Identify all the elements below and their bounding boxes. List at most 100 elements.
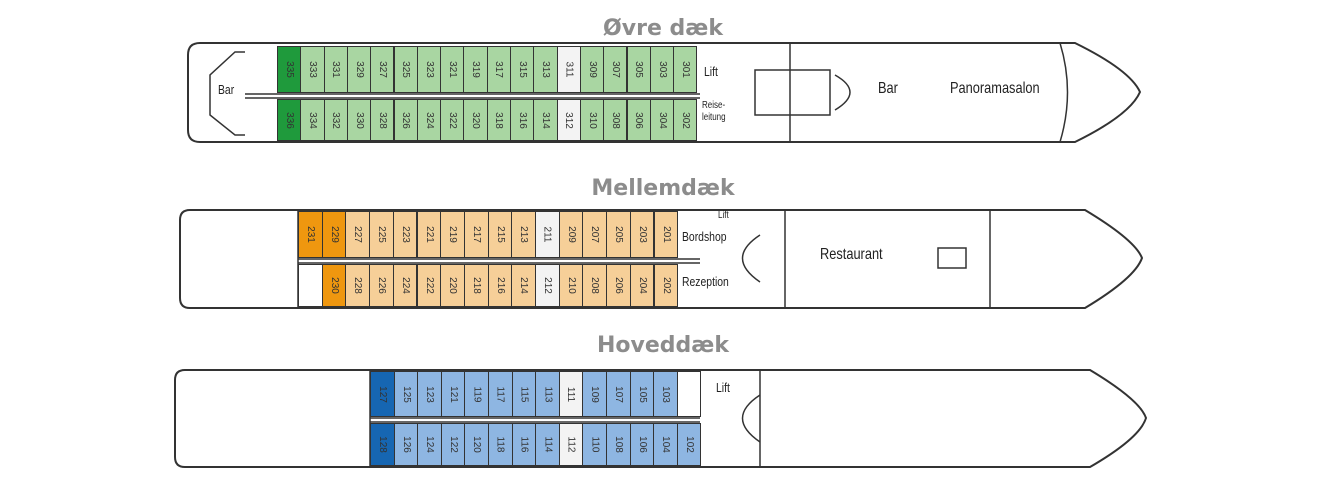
- cabin-333[interactable]: 333: [300, 46, 325, 93]
- cabin-307[interactable]: 307: [603, 46, 628, 93]
- cabin-number: 330: [353, 111, 365, 129]
- cabin-306[interactable]: 306: [626, 99, 651, 141]
- cabin-number: 120: [471, 436, 483, 453]
- cabin-332[interactable]: 332: [323, 99, 348, 141]
- cabin-110[interactable]: 110: [582, 423, 607, 466]
- cabin-305[interactable]: 305: [626, 46, 651, 93]
- cabin-126[interactable]: 126: [393, 423, 419, 466]
- cabin-323[interactable]: 323: [416, 46, 442, 93]
- cabin-230[interactable]: 230: [321, 264, 347, 307]
- cabin-216[interactable]: 216: [487, 264, 513, 307]
- cabin-213[interactable]: 213: [511, 211, 536, 258]
- cabin-317[interactable]: 317: [486, 46, 511, 93]
- cabin-209[interactable]: 209: [558, 211, 584, 258]
- cabin-105[interactable]: 105: [629, 371, 655, 417]
- cabin-220[interactable]: 220: [440, 264, 465, 307]
- cabin-123[interactable]: 123: [417, 371, 442, 417]
- cabin-326[interactable]: 326: [393, 99, 418, 141]
- cabin-310[interactable]: 310: [579, 99, 605, 141]
- cabin-301[interactable]: 301: [673, 46, 698, 93]
- cabin-225[interactable]: 225: [369, 211, 394, 258]
- cabin-107[interactable]: 107: [606, 371, 631, 417]
- cabin-320[interactable]: 320: [463, 99, 488, 141]
- cabin-114[interactable]: 114: [535, 423, 560, 466]
- cabin-228[interactable]: 228: [345, 264, 371, 307]
- cabin-118[interactable]: 118: [488, 423, 513, 466]
- cabin-109[interactable]: 109: [582, 371, 607, 417]
- cabin-335[interactable]: 335: [277, 46, 302, 93]
- cabin-311[interactable]: 311: [556, 46, 581, 93]
- cabin-116[interactable]: 116: [511, 423, 537, 466]
- cabin-124[interactable]: 124: [417, 423, 442, 466]
- cabin-113[interactable]: 113: [535, 371, 560, 417]
- cabin-215[interactable]: 215: [487, 211, 513, 258]
- cabin-325[interactable]: 325: [393, 46, 418, 93]
- cabin-117[interactable]: 117: [488, 371, 513, 417]
- cabin-328[interactable]: 328: [370, 99, 395, 141]
- cabin-120[interactable]: 120: [464, 423, 489, 466]
- cabin-223[interactable]: 223: [392, 211, 418, 258]
- cabin-334[interactable]: 334: [300, 99, 325, 141]
- cabin-208[interactable]: 208: [582, 264, 608, 307]
- cabin-319[interactable]: 319: [463, 46, 488, 93]
- cabin-115[interactable]: 115: [511, 371, 537, 417]
- cabin-206[interactable]: 206: [606, 264, 631, 307]
- cabin-331[interactable]: 331: [323, 46, 348, 93]
- cabin-314[interactable]: 314: [533, 99, 558, 141]
- cabin-221[interactable]: 221: [416, 211, 442, 258]
- cabin-204[interactable]: 204: [629, 264, 655, 307]
- cabin-214[interactable]: 214: [511, 264, 536, 307]
- cabin-303[interactable]: 303: [649, 46, 675, 93]
- cabin-304[interactable]: 304: [649, 99, 675, 141]
- cabin-125[interactable]: 125: [393, 371, 419, 417]
- cabin-119[interactable]: 119: [464, 371, 489, 417]
- cabin-313[interactable]: 313: [533, 46, 558, 93]
- cabin-321[interactable]: 321: [440, 46, 465, 93]
- cabin-322[interactable]: 322: [440, 99, 465, 141]
- cabin-219[interactable]: 219: [440, 211, 465, 258]
- cabin-229[interactable]: 229: [321, 211, 347, 258]
- cabin-212[interactable]: 212: [535, 264, 560, 307]
- cabin-217[interactable]: 217: [463, 211, 489, 258]
- cabin-211[interactable]: 211: [535, 211, 560, 258]
- cabin-324[interactable]: 324: [416, 99, 442, 141]
- cabin-330[interactable]: 330: [346, 99, 372, 141]
- cabin-number: 113: [541, 386, 553, 402]
- cabin-218[interactable]: 218: [463, 264, 489, 307]
- cabin-327[interactable]: 327: [370, 46, 395, 93]
- cabin-336[interactable]: 336: [277, 99, 302, 141]
- cabin-312[interactable]: 312: [556, 99, 581, 141]
- cabin-315[interactable]: 315: [510, 46, 535, 93]
- cabin-111[interactable]: 111: [558, 371, 584, 417]
- cabin-103[interactable]: 103: [653, 371, 678, 417]
- cabin-121[interactable]: 121: [440, 371, 466, 417]
- cabin-104[interactable]: 104: [653, 423, 678, 466]
- cabin-202[interactable]: 202: [653, 264, 679, 307]
- cabin-201[interactable]: 201: [653, 211, 679, 258]
- cabin-205[interactable]: 205: [606, 211, 631, 258]
- cabin-302[interactable]: 302: [673, 99, 698, 141]
- cabin-128[interactable]: 128: [370, 423, 395, 466]
- cabin-108[interactable]: 108: [606, 423, 631, 466]
- cabin-106[interactable]: 106: [629, 423, 655, 466]
- cabin-308[interactable]: 308: [603, 99, 628, 141]
- cabin-224[interactable]: 224: [392, 264, 418, 307]
- cabin-231[interactable]: 231: [298, 211, 323, 258]
- cabin-210[interactable]: 210: [558, 264, 584, 307]
- cabin-309[interactable]: 309: [579, 46, 605, 93]
- cabin-227[interactable]: 227: [345, 211, 371, 258]
- cabin-102[interactable]: 102: [676, 423, 702, 466]
- cabin-number: 334: [306, 111, 318, 129]
- cabin-222[interactable]: 222: [416, 264, 442, 307]
- cabin-203[interactable]: 203: [629, 211, 655, 258]
- cabin-226[interactable]: 226: [369, 264, 394, 307]
- deck-title: Øvre dæk: [603, 16, 723, 41]
- cabin-329[interactable]: 329: [346, 46, 372, 93]
- cabin-318[interactable]: 318: [486, 99, 511, 141]
- cabin-112[interactable]: 112: [558, 423, 584, 466]
- cabin-207[interactable]: 207: [582, 211, 608, 258]
- cabin-122[interactable]: 122: [440, 423, 466, 466]
- area-label-reception-1: Reise-: [702, 100, 726, 111]
- cabin-127[interactable]: 127: [370, 371, 395, 417]
- cabin-316[interactable]: 316: [510, 99, 535, 141]
